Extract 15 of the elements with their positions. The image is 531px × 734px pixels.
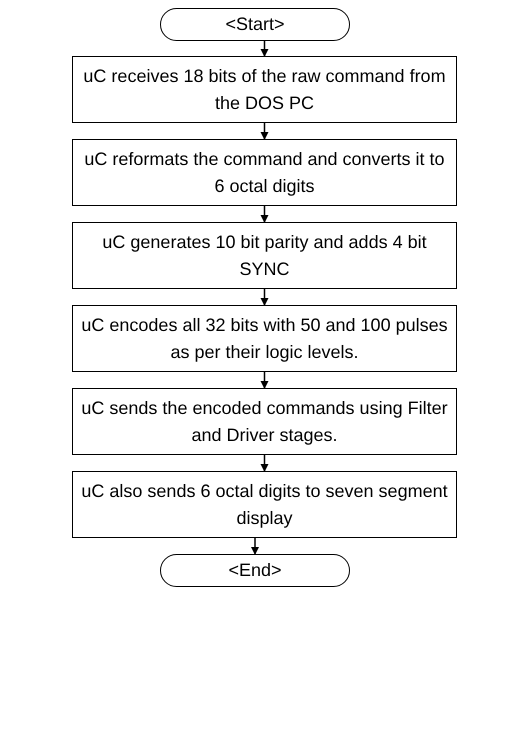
process-box: uC also sends 6 octal digits to seven segment display bbox=[72, 471, 457, 538]
arrow bbox=[260, 41, 268, 57]
arrow bbox=[260, 123, 268, 140]
process-box: uC generates 10 bit parity and adds 4 bit SYNC bbox=[72, 222, 457, 289]
arrow bbox=[260, 289, 268, 306]
arrow bbox=[260, 206, 268, 223]
arrow bbox=[251, 538, 259, 555]
process-box: uC receives 18 bits of the raw command from the DOS PC bbox=[72, 56, 457, 123]
process-box: uC encodes all 32 bits with 50 and 100 pulses as per their logic levels. bbox=[72, 305, 457, 372]
process-box: uC reformats the command and converts it to 6 octal digits bbox=[72, 139, 457, 206]
arrow bbox=[260, 455, 268, 472]
arrow bbox=[260, 372, 268, 389]
process-box: uC sends the encoded commands using Filter and Driver stages. bbox=[72, 388, 457, 455]
terminal-shape: <End> bbox=[160, 554, 350, 587]
terminal-shape: <Start> bbox=[160, 8, 350, 41]
